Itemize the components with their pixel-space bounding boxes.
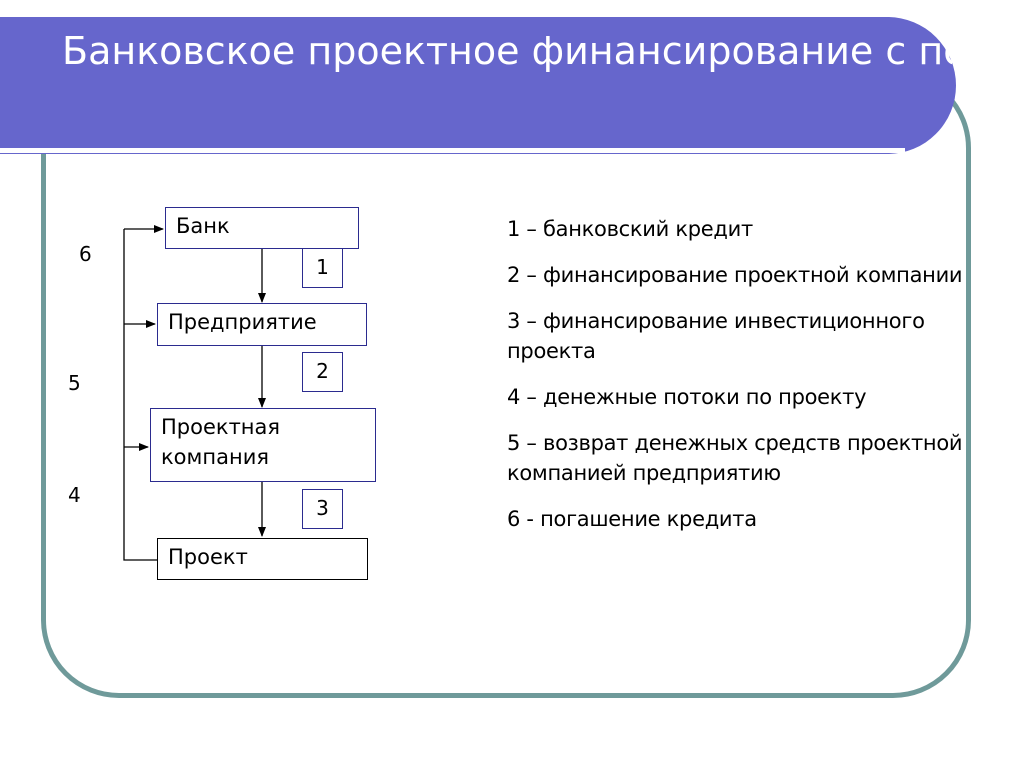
node-bank: Банк [165, 207, 359, 249]
node-project-company: Проектная компания [150, 408, 376, 482]
step-box-1: 1 [302, 248, 343, 288]
node-enterprise: Предприятие [157, 303, 367, 346]
side-label-5: 5 [68, 371, 81, 395]
slide-title: Банковское проектное финансирование с по… [62, 29, 952, 73]
legend-list: 1 – банковский кредит 2 – финансирование… [507, 214, 967, 550]
side-label-4: 4 [68, 483, 81, 507]
return-line-vertical [123, 229, 157, 561]
legend-item-5: 5 – возврат денежных средств проектной к… [507, 431, 963, 485]
legend-item-2: 2 – финансирование проектной компании [507, 263, 963, 287]
legend-item-3: 3 – финансирование инвестиционного проек… [507, 309, 925, 363]
step-box-2: 2 [302, 352, 343, 392]
legend-item-4: 4 – денежные потоки по проекту [507, 385, 867, 409]
legend-item-1: 1 – банковский кредит [507, 217, 753, 241]
step-box-3: 3 [302, 489, 343, 529]
side-label-6: 6 [79, 242, 92, 266]
title-bar [0, 17, 956, 154]
legend-item-6: 6 - погашение кредита [507, 507, 757, 531]
node-project: Проект [157, 538, 368, 580]
title-underline [0, 148, 905, 153]
